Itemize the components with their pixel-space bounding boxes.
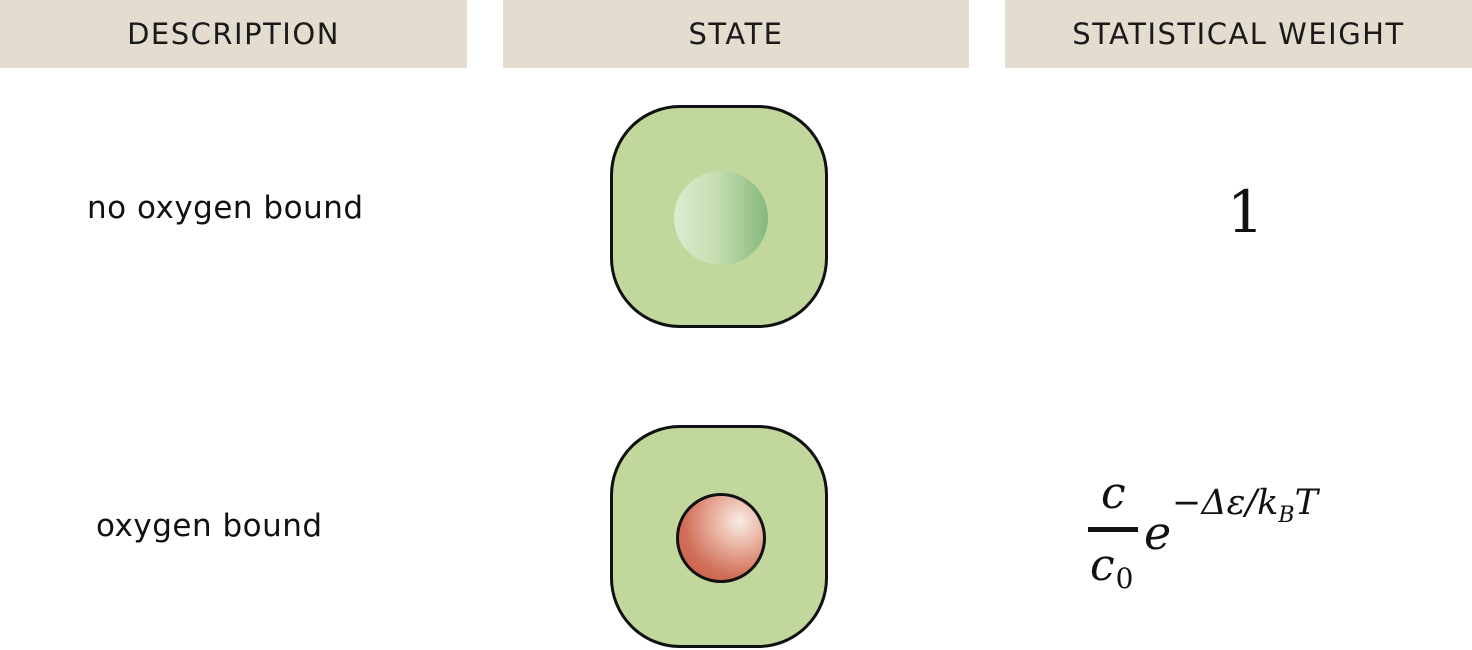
weight-unbound: 1 bbox=[1227, 178, 1264, 246]
denominator-subscript: 0 bbox=[1115, 562, 1134, 595]
protein-bound-state bbox=[610, 425, 828, 648]
empty-binding-site-icon bbox=[674, 171, 768, 265]
header-statistical-weight: STATISTICAL WEIGHT bbox=[1005, 0, 1472, 68]
description-no-oxygen: no oxygen bound bbox=[87, 190, 364, 226]
exponent-subscript: B bbox=[1278, 503, 1295, 528]
weight-bound-formula: c c0 e −Δε/kBT bbox=[1088, 468, 1408, 608]
exponential-base: e bbox=[1144, 506, 1172, 560]
header-state: STATE bbox=[503, 0, 969, 68]
fraction-denominator: c0 bbox=[1090, 540, 1134, 595]
oxygen-molecule-icon bbox=[676, 493, 766, 583]
protein-empty-state bbox=[610, 105, 828, 328]
fraction-bar bbox=[1088, 527, 1138, 532]
fraction-numerator: c bbox=[1101, 468, 1126, 519]
description-oxygen-bound: oxygen bound bbox=[96, 508, 323, 544]
exponent: −Δε/kBT bbox=[1172, 483, 1318, 528]
header-description: DESCRIPTION bbox=[0, 0, 467, 68]
